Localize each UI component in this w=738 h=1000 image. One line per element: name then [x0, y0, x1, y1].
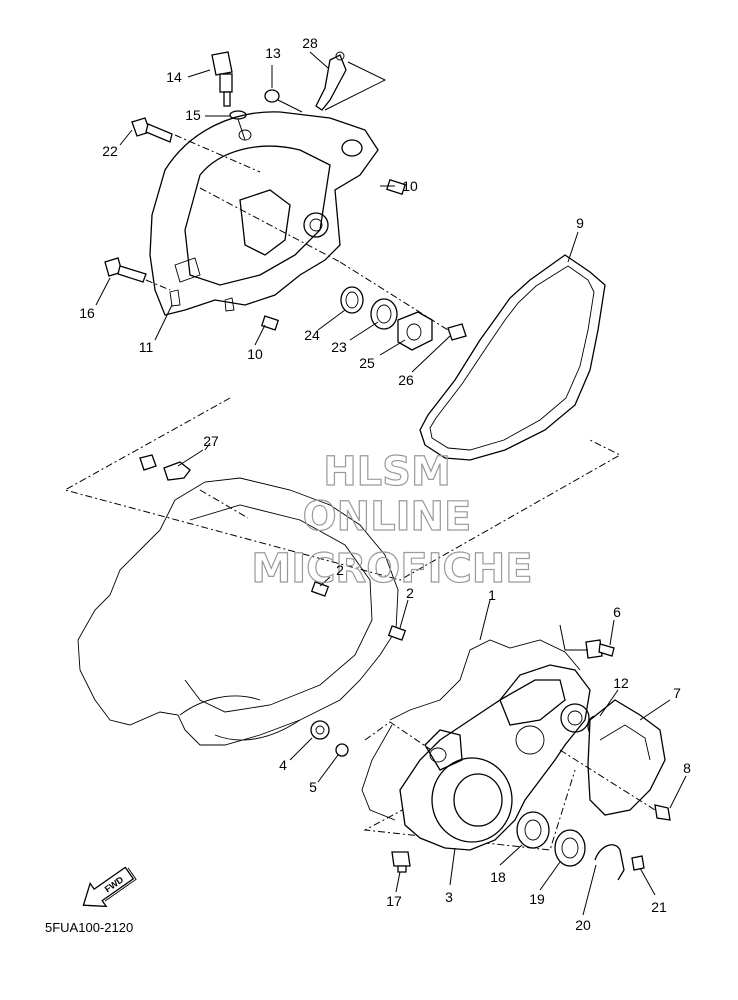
label-23: 23 — [331, 339, 347, 355]
part-19-seal — [554, 829, 586, 867]
label-24: 24 — [304, 327, 320, 343]
label-16: 16 — [79, 305, 95, 321]
watermark-line-3: MICROFICHE — [251, 546, 532, 592]
part-23-bearing — [370, 298, 398, 330]
watermark-line-2: ONLINE — [303, 494, 472, 540]
label-2a: 2 — [336, 562, 344, 578]
label-5: 5 — [309, 779, 317, 795]
label-4: 4 — [279, 757, 287, 773]
label-12: 12 — [613, 675, 629, 691]
part-10-dowel-upper — [386, 178, 406, 196]
leader-lines — [95, 51, 687, 916]
label-10b: 10 — [247, 346, 263, 362]
part-14-switch — [211, 51, 233, 107]
label-19: 19 — [529, 891, 545, 907]
label-1: 1 — [488, 587, 496, 603]
watermark-line-1: HLSM — [323, 449, 451, 495]
part-9-gasket — [419, 254, 606, 461]
part-10-dowel-lower — [260, 315, 280, 331]
label-13: 13 — [265, 45, 281, 61]
watermark: HLSM ONLINE MICROFICHE — [251, 448, 533, 592]
part-7-cover — [587, 699, 666, 816]
diagram-code: 5FUA100-2120 — [45, 920, 133, 935]
label-22: 22 — [102, 143, 118, 159]
label-18: 18 — [490, 869, 506, 885]
label-3: 3 — [445, 889, 453, 905]
part-labels: 1 2 2 3 4 5 6 7 8 9 10 10 11 12 13 14 15… — [79, 35, 691, 933]
label-20: 20 — [575, 917, 591, 933]
part-16-bolt — [104, 257, 147, 283]
label-26: 26 — [398, 372, 414, 388]
label-10a: 10 — [402, 178, 418, 194]
part-13-grommet — [264, 89, 280, 103]
part-21-screw — [631, 855, 645, 871]
part-22-bolt — [131, 117, 173, 143]
label-15: 15 — [185, 107, 201, 123]
label-14: 14 — [166, 69, 182, 85]
label-9: 9 — [576, 215, 584, 231]
part-4-plug — [310, 720, 330, 740]
label-2b: 2 — [406, 585, 414, 601]
crankcase-cover-left — [149, 111, 379, 316]
crankcase-centerline — [199, 489, 249, 519]
label-28: 28 — [302, 35, 318, 51]
label-8: 8 — [683, 760, 691, 776]
label-11: 11 — [139, 339, 154, 355]
part-20-circlip — [594, 844, 625, 881]
cover-axis-line — [174, 134, 261, 173]
part-26-screw — [447, 323, 467, 341]
part-17-bolt — [391, 851, 411, 873]
part-25-plate — [397, 311, 433, 351]
engine-crankcase-outline — [77, 477, 399, 746]
part-8-screw — [654, 804, 671, 821]
label-17: 17 — [386, 893, 402, 909]
cover-axis-line-2 — [199, 187, 341, 263]
label-21: 21 — [651, 899, 667, 915]
part-27-clamp — [139, 454, 191, 481]
fwd-arrow-icon: FWD — [82, 866, 137, 908]
part-6-bolt — [585, 639, 615, 659]
engine-crankcase-lower — [179, 695, 301, 741]
part-5-o-ring — [335, 743, 349, 757]
crankcase-cover-right — [399, 664, 591, 851]
part-28-bracket — [315, 54, 347, 111]
upper-assembly-box — [63, 397, 622, 581]
label-7: 7 — [673, 685, 681, 701]
label-6: 6 — [613, 604, 621, 620]
cover-right-gasket-outline — [361, 639, 581, 821]
part-9-gasket-inner — [429, 265, 595, 451]
engine-crankcase-inner — [184, 504, 373, 713]
part-18-bearing — [516, 811, 550, 849]
label-27: 27 — [203, 433, 219, 449]
part-2-dowel-lower — [387, 625, 407, 641]
label-25: 25 — [359, 355, 375, 371]
part-24-oil-seal — [340, 286, 364, 314]
